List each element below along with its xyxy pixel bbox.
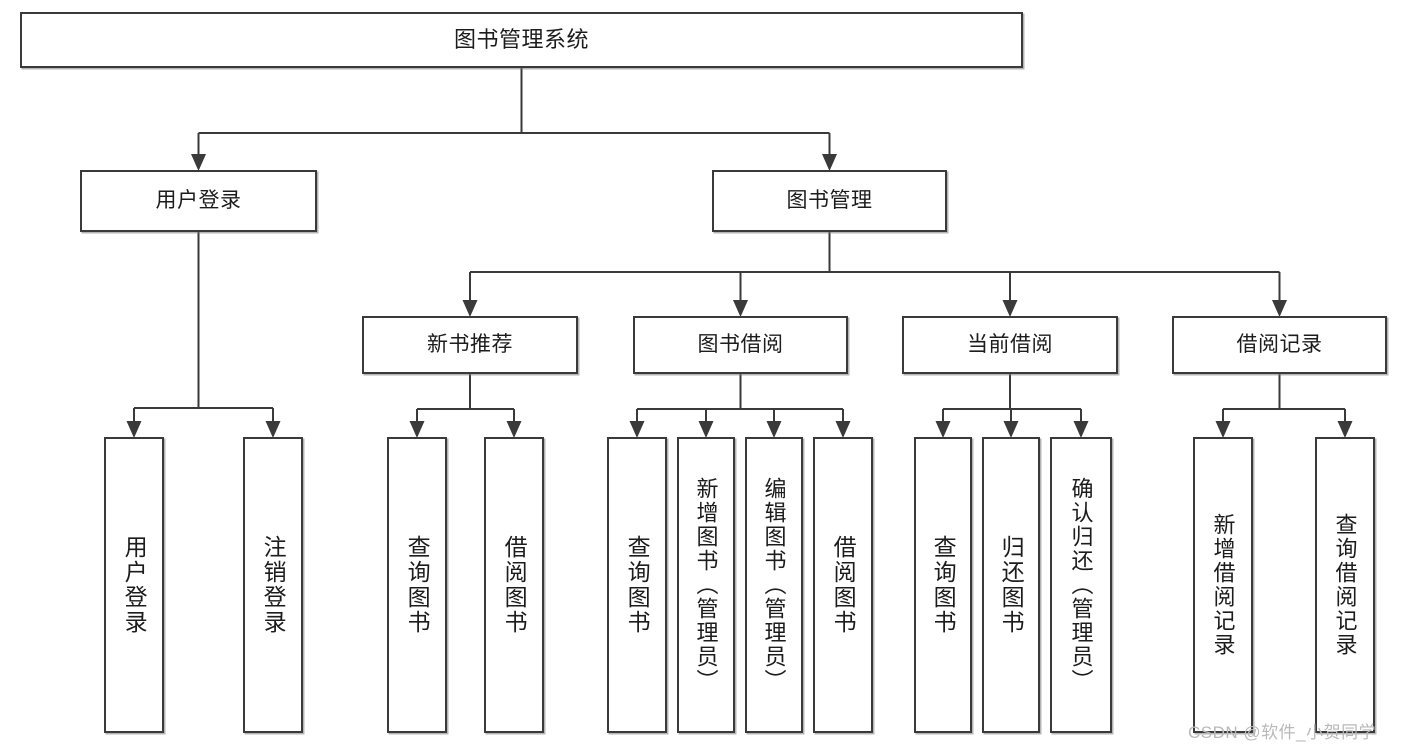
- node-label: 注销登录: [260, 535, 287, 635]
- node-label: 查询图书: [624, 535, 651, 635]
- node-leaf-add-book[interactable]: 新增图书（管理员）: [677, 437, 735, 733]
- node-label: 新书推荐: [427, 332, 513, 356]
- node-label: 图书管理系统: [453, 27, 589, 53]
- node-label: 借阅记录: [1236, 332, 1323, 356]
- node-borrow-record[interactable]: 借阅记录: [1172, 316, 1387, 374]
- node-book-manage[interactable]: 图书管理: [712, 170, 947, 232]
- node-book-borrow[interactable]: 图书借阅: [633, 316, 848, 374]
- node-new-book-rec[interactable]: 新书推荐: [362, 316, 578, 374]
- node-label: 当前借阅: [967, 332, 1053, 356]
- node-current-borrow[interactable]: 当前借阅: [902, 316, 1118, 374]
- node-root[interactable]: 图书管理系统: [20, 12, 1023, 68]
- node-label: 用户登录: [155, 188, 242, 212]
- node-label: 图书管理: [786, 188, 873, 212]
- node-leaf-query-book-2[interactable]: 查询图书: [607, 437, 667, 733]
- node-label: 编辑图书（管理员）: [761, 477, 787, 693]
- node-label: 借阅图书: [501, 535, 528, 635]
- node-leaf-query-book-3[interactable]: 查询图书: [914, 437, 972, 733]
- node-leaf-return-book[interactable]: 归还图书: [982, 437, 1040, 733]
- node-label: 用户登录: [121, 535, 148, 635]
- node-label: 确认归还（管理员）: [1068, 477, 1094, 693]
- node-leaf-borrow-book-1[interactable]: 借阅图书: [484, 437, 544, 733]
- node-leaf-borrow-book-2[interactable]: 借阅图书: [813, 437, 873, 733]
- node-leaf-user-logout[interactable]: 注销登录: [243, 437, 303, 733]
- node-leaf-confirm-return[interactable]: 确认归还（管理员）: [1050, 437, 1112, 733]
- watermark-text: CSDN @软件_小贺同学: [1188, 723, 1377, 742]
- node-label: 新增借阅记录: [1210, 513, 1236, 657]
- node-user-login[interactable]: 用户登录: [80, 170, 317, 232]
- node-label: 归还图书: [998, 535, 1025, 635]
- node-label: 查询借阅记录: [1332, 513, 1358, 657]
- node-leaf-query-book-1[interactable]: 查询图书: [387, 437, 447, 733]
- node-leaf-edit-book[interactable]: 编辑图书（管理员）: [745, 437, 803, 733]
- node-label: 查询图书: [404, 535, 431, 635]
- node-leaf-query-record[interactable]: 查询借阅记录: [1315, 437, 1375, 733]
- node-label: 查询图书: [930, 535, 957, 635]
- node-label: 借阅图书: [830, 535, 857, 635]
- node-label: 图书借阅: [697, 332, 784, 356]
- node-leaf-add-record[interactable]: 新增借阅记录: [1193, 437, 1253, 733]
- node-label: 新增图书（管理员）: [693, 477, 719, 693]
- node-leaf-user-login[interactable]: 用户登录: [104, 437, 164, 733]
